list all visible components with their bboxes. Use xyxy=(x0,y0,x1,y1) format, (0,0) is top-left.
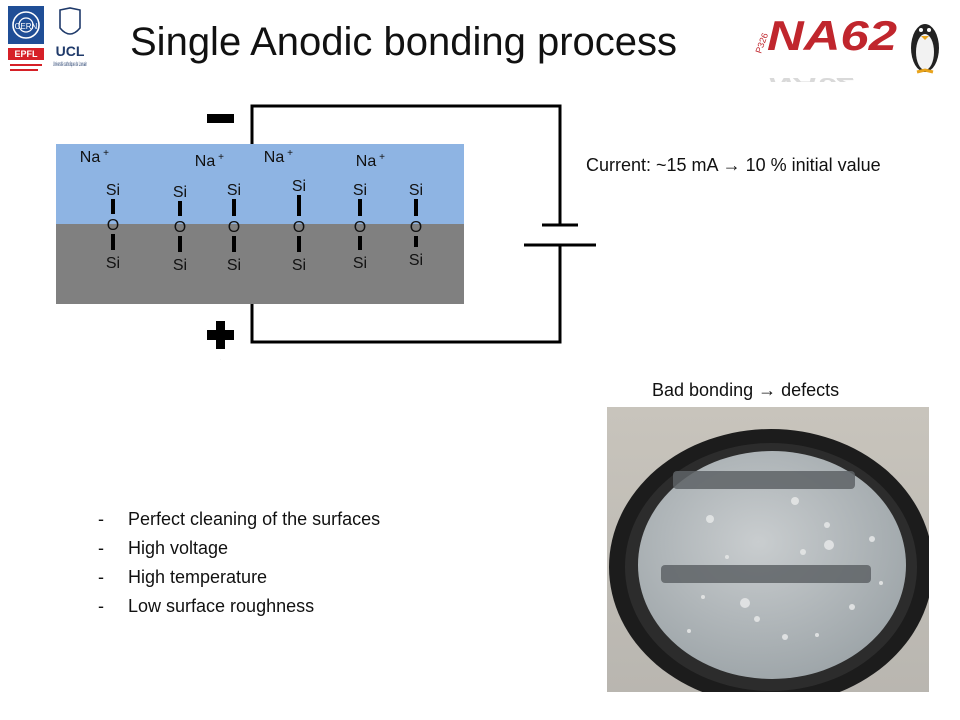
cern-logo-text: CERN xyxy=(15,22,38,31)
condition-item: - High temperature xyxy=(98,566,380,595)
bond-oxygen-atom: O xyxy=(410,219,422,236)
current-note: Current: ~15 mA → 10 % initial value xyxy=(586,155,881,175)
bond-bottom-atom: Si xyxy=(106,255,120,272)
positive-terminal-icon xyxy=(207,330,234,340)
sodium-ion-symbol: Na xyxy=(356,153,377,170)
condition-text: Low surface roughness xyxy=(128,596,315,616)
sodium-ion-symbol: Na xyxy=(80,149,101,166)
bond-top-atom: Si xyxy=(292,178,306,195)
ucl-logo-text: UCL xyxy=(56,43,85,59)
bond-oxygen-atom: O xyxy=(228,219,240,236)
circuit-wire-bottom xyxy=(250,245,562,344)
list-dash-icon: - xyxy=(98,596,104,616)
bond-oxygen-atom: O xyxy=(174,219,186,236)
sodium-ion: Na+ xyxy=(80,148,109,166)
bonding-conditions-list: - Perfect cleaning of the surfaces - High v… xyxy=(98,508,380,624)
sodium-ion: Na+ xyxy=(264,148,293,166)
list-dash-icon: - xyxy=(98,538,104,558)
bond-oxygen-atom: O xyxy=(293,219,305,236)
na62-logo-text: NA62 xyxy=(767,12,897,59)
condition-text: High voltage xyxy=(128,538,229,558)
condition-text: Perfect cleaning of the surfaces xyxy=(128,509,381,529)
defective-wafer-photo xyxy=(607,407,929,692)
bond-top-atom: Si xyxy=(227,182,241,199)
negative-terminal-icon xyxy=(207,114,234,123)
page-title: Single Anodic bonding process xyxy=(130,20,678,64)
list-dash-icon: - xyxy=(98,509,104,529)
silicon-layer xyxy=(56,224,464,304)
sodium-ion-symbol: Na xyxy=(195,153,216,170)
na62-logo: NA62 NA62 P326 xyxy=(755,12,939,82)
epfl-logo-text: EPFL xyxy=(14,49,38,59)
bond-bottom-atom: Si xyxy=(409,252,423,269)
bond-oxygen-atom: O xyxy=(107,217,119,234)
condition-item: - Perfect cleaning of the surfaces xyxy=(98,508,380,537)
penguin-mascot-icon xyxy=(911,24,939,74)
sodium-ion-symbol: Na xyxy=(264,149,285,166)
negative-terminal-label: – xyxy=(220,111,221,113)
bond-bottom-atom: Si xyxy=(353,255,367,272)
photo-caption: Bad bonding → defects xyxy=(652,380,840,400)
ucl-logo-subtitle: Université catholique de Louvain xyxy=(53,62,87,68)
institution-logos: CERN EPFL UCL Université catholique de L… xyxy=(8,6,87,71)
bond-top-atom: Si xyxy=(106,182,120,199)
sodium-ion: Na+ xyxy=(356,152,385,170)
bond-bottom-atom: Si xyxy=(227,257,241,274)
bonded-strip-upper xyxy=(673,471,855,489)
ucl-crest-icon xyxy=(59,7,81,35)
na62-logo-reflection: NA62 xyxy=(769,74,856,82)
epfl-logo-icon xyxy=(8,48,44,60)
condition-text: High temperature xyxy=(128,567,268,587)
bond-bottom-atom: Si xyxy=(292,257,306,274)
bond-top-atom: Si xyxy=(353,182,367,199)
void-defects xyxy=(687,497,883,640)
circuit-wire-top xyxy=(250,104,562,225)
bond-oxygen-atom: O xyxy=(354,219,366,236)
condition-item: - Low surface roughness xyxy=(98,595,380,624)
bond-top-atom: Si xyxy=(409,182,423,199)
positive-terminal-label: + xyxy=(220,359,221,361)
sodium-ions: Na+Na+Na+Na+ xyxy=(80,148,385,170)
condition-item: - High voltage xyxy=(98,537,380,566)
sodium-ion-charge: + xyxy=(287,148,293,159)
bonded-strip-lower xyxy=(661,565,871,583)
sodium-ion-charge: + xyxy=(103,148,109,159)
sodium-ion: Na+ xyxy=(195,152,224,170)
glass-layer xyxy=(56,144,464,224)
sodium-ion-charge: + xyxy=(218,152,224,163)
bond-top-atom: Si xyxy=(173,184,187,201)
list-dash-icon: - xyxy=(98,567,104,587)
sodium-ion-charge: + xyxy=(379,152,385,163)
bond-bottom-atom: Si xyxy=(173,257,187,274)
